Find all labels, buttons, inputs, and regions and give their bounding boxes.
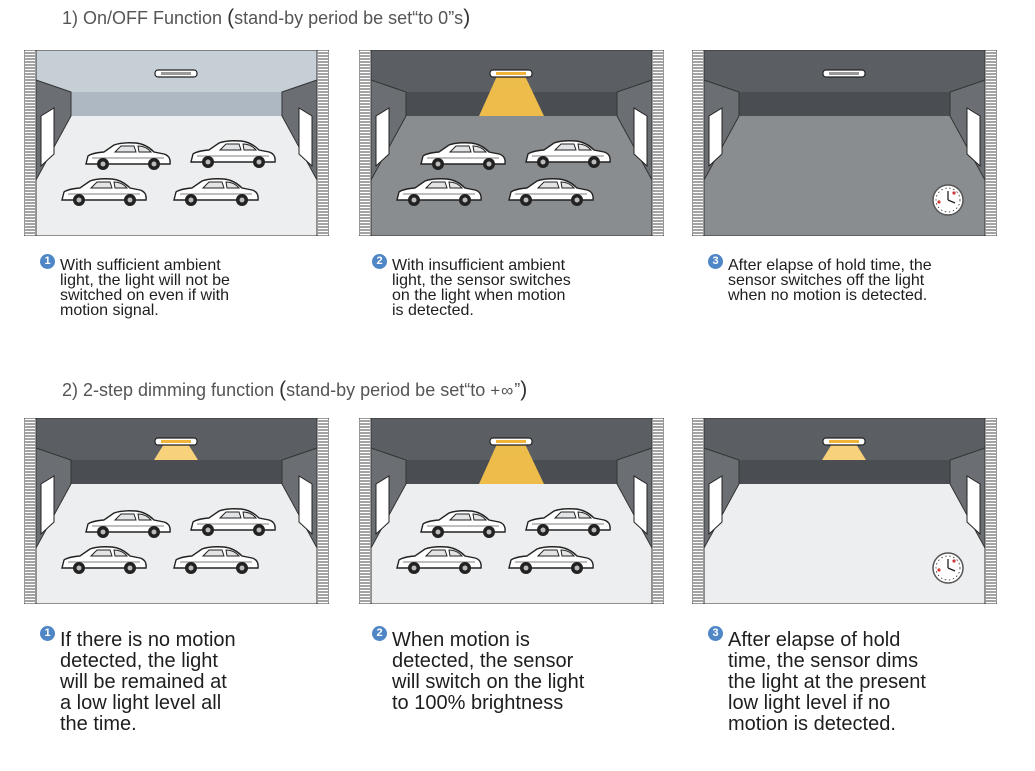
wall-hatching	[652, 418, 664, 604]
garage-scene	[692, 50, 997, 236]
lamp-tube	[496, 440, 526, 443]
back-wall	[71, 460, 282, 484]
step-1-badge: 1	[40, 626, 55, 641]
wall-hatching	[24, 50, 36, 236]
timer-clock-icon	[933, 185, 963, 215]
wall-hatching	[317, 418, 329, 604]
garage-scene	[692, 418, 997, 604]
scene-2-1-caption-text: If there is no motion detected, the ligh…	[60, 626, 236, 735]
wall-hatching	[652, 50, 664, 236]
scene-2-2-caption-text: When motion is detected, the sensor will…	[392, 626, 584, 714]
back-wall	[71, 92, 282, 116]
scene-2-2-caption: 2 When motion is detected, the sensor wi…	[372, 626, 584, 714]
garage-scene	[359, 418, 664, 604]
scene-1-2-caption-text: With insufficient ambient light, the sen…	[392, 254, 571, 318]
step-1-badge: 1	[40, 254, 55, 269]
garage-scene	[24, 50, 329, 236]
lamp-tube	[161, 72, 191, 75]
wall-hatching	[359, 418, 371, 604]
section-2-heading-note: stand-by period be set“to	[286, 380, 490, 400]
section-1-open-paren: (	[227, 6, 234, 29]
scene-1-1-caption: 1 With sufficient ambient light, the lig…	[40, 254, 230, 318]
scene-2-3-illustration	[692, 418, 997, 604]
lamp-tube	[829, 72, 859, 75]
scene-2-1-illustration	[24, 418, 329, 604]
infinity-symbol: +∞	[490, 381, 514, 400]
lamp-tube	[829, 440, 859, 443]
wall-hatching	[24, 418, 36, 604]
lamp-tube	[496, 72, 526, 75]
scene-2-1-caption: 1 If there is no motion detected, the li…	[40, 626, 236, 735]
wall-hatching	[985, 50, 997, 236]
scene-2-2-illustration	[359, 418, 664, 604]
lamp-tube	[161, 440, 191, 443]
section-2-heading-title: 2) 2-step dimming function	[62, 380, 279, 400]
wall-hatching	[692, 50, 704, 236]
scene-2-3-caption: 3 After elapse of hold time, the sensor …	[708, 626, 926, 735]
scene-2-3-caption-text: After elapse of hold time, the sensor di…	[728, 626, 926, 735]
timer-clock-icon	[933, 553, 963, 583]
garage-scene	[24, 418, 329, 604]
step-2-badge: 2	[372, 626, 387, 641]
wall-hatching	[317, 50, 329, 236]
section-2-heading: 2) 2-step dimming function (stand-by per…	[62, 378, 527, 402]
floor	[36, 116, 317, 236]
scene-1-1-illustration	[24, 50, 329, 236]
floor	[371, 484, 652, 604]
section-1-close-paren: )	[463, 6, 470, 29]
scene-1-2-illustration	[359, 50, 664, 236]
section-1-heading: 1) On/OFF Function (stand-by period be s…	[62, 6, 470, 30]
wall-hatching	[985, 418, 997, 604]
section-1-heading-title: 1) On/OFF Function	[62, 8, 227, 28]
step-2-badge: 2	[372, 254, 387, 269]
back-wall	[739, 92, 950, 116]
scene-1-2-caption: 2 With insufficient ambient light, the s…	[372, 254, 571, 318]
wall-hatching	[359, 50, 371, 236]
floor	[704, 116, 985, 236]
floor	[371, 116, 652, 236]
garage-scene	[359, 50, 664, 236]
back-wall	[739, 460, 950, 484]
section-1-heading-note: stand-by period be set“to 0”s	[234, 8, 463, 28]
floor	[704, 484, 985, 604]
section-2-close-paren: )	[520, 378, 527, 401]
scene-1-3-illustration	[692, 50, 997, 236]
step-3-badge: 3	[708, 626, 723, 641]
wall-hatching	[692, 418, 704, 604]
floor	[36, 484, 317, 604]
scene-1-3-caption: 3 After elapse of hold time, the sensor …	[708, 254, 932, 303]
scene-1-1-caption-text: With sufficient ambient light, the light…	[60, 254, 230, 318]
step-3-badge: 3	[708, 254, 723, 269]
scene-1-3-caption-text: After elapse of hold time, the sensor sw…	[728, 254, 932, 303]
